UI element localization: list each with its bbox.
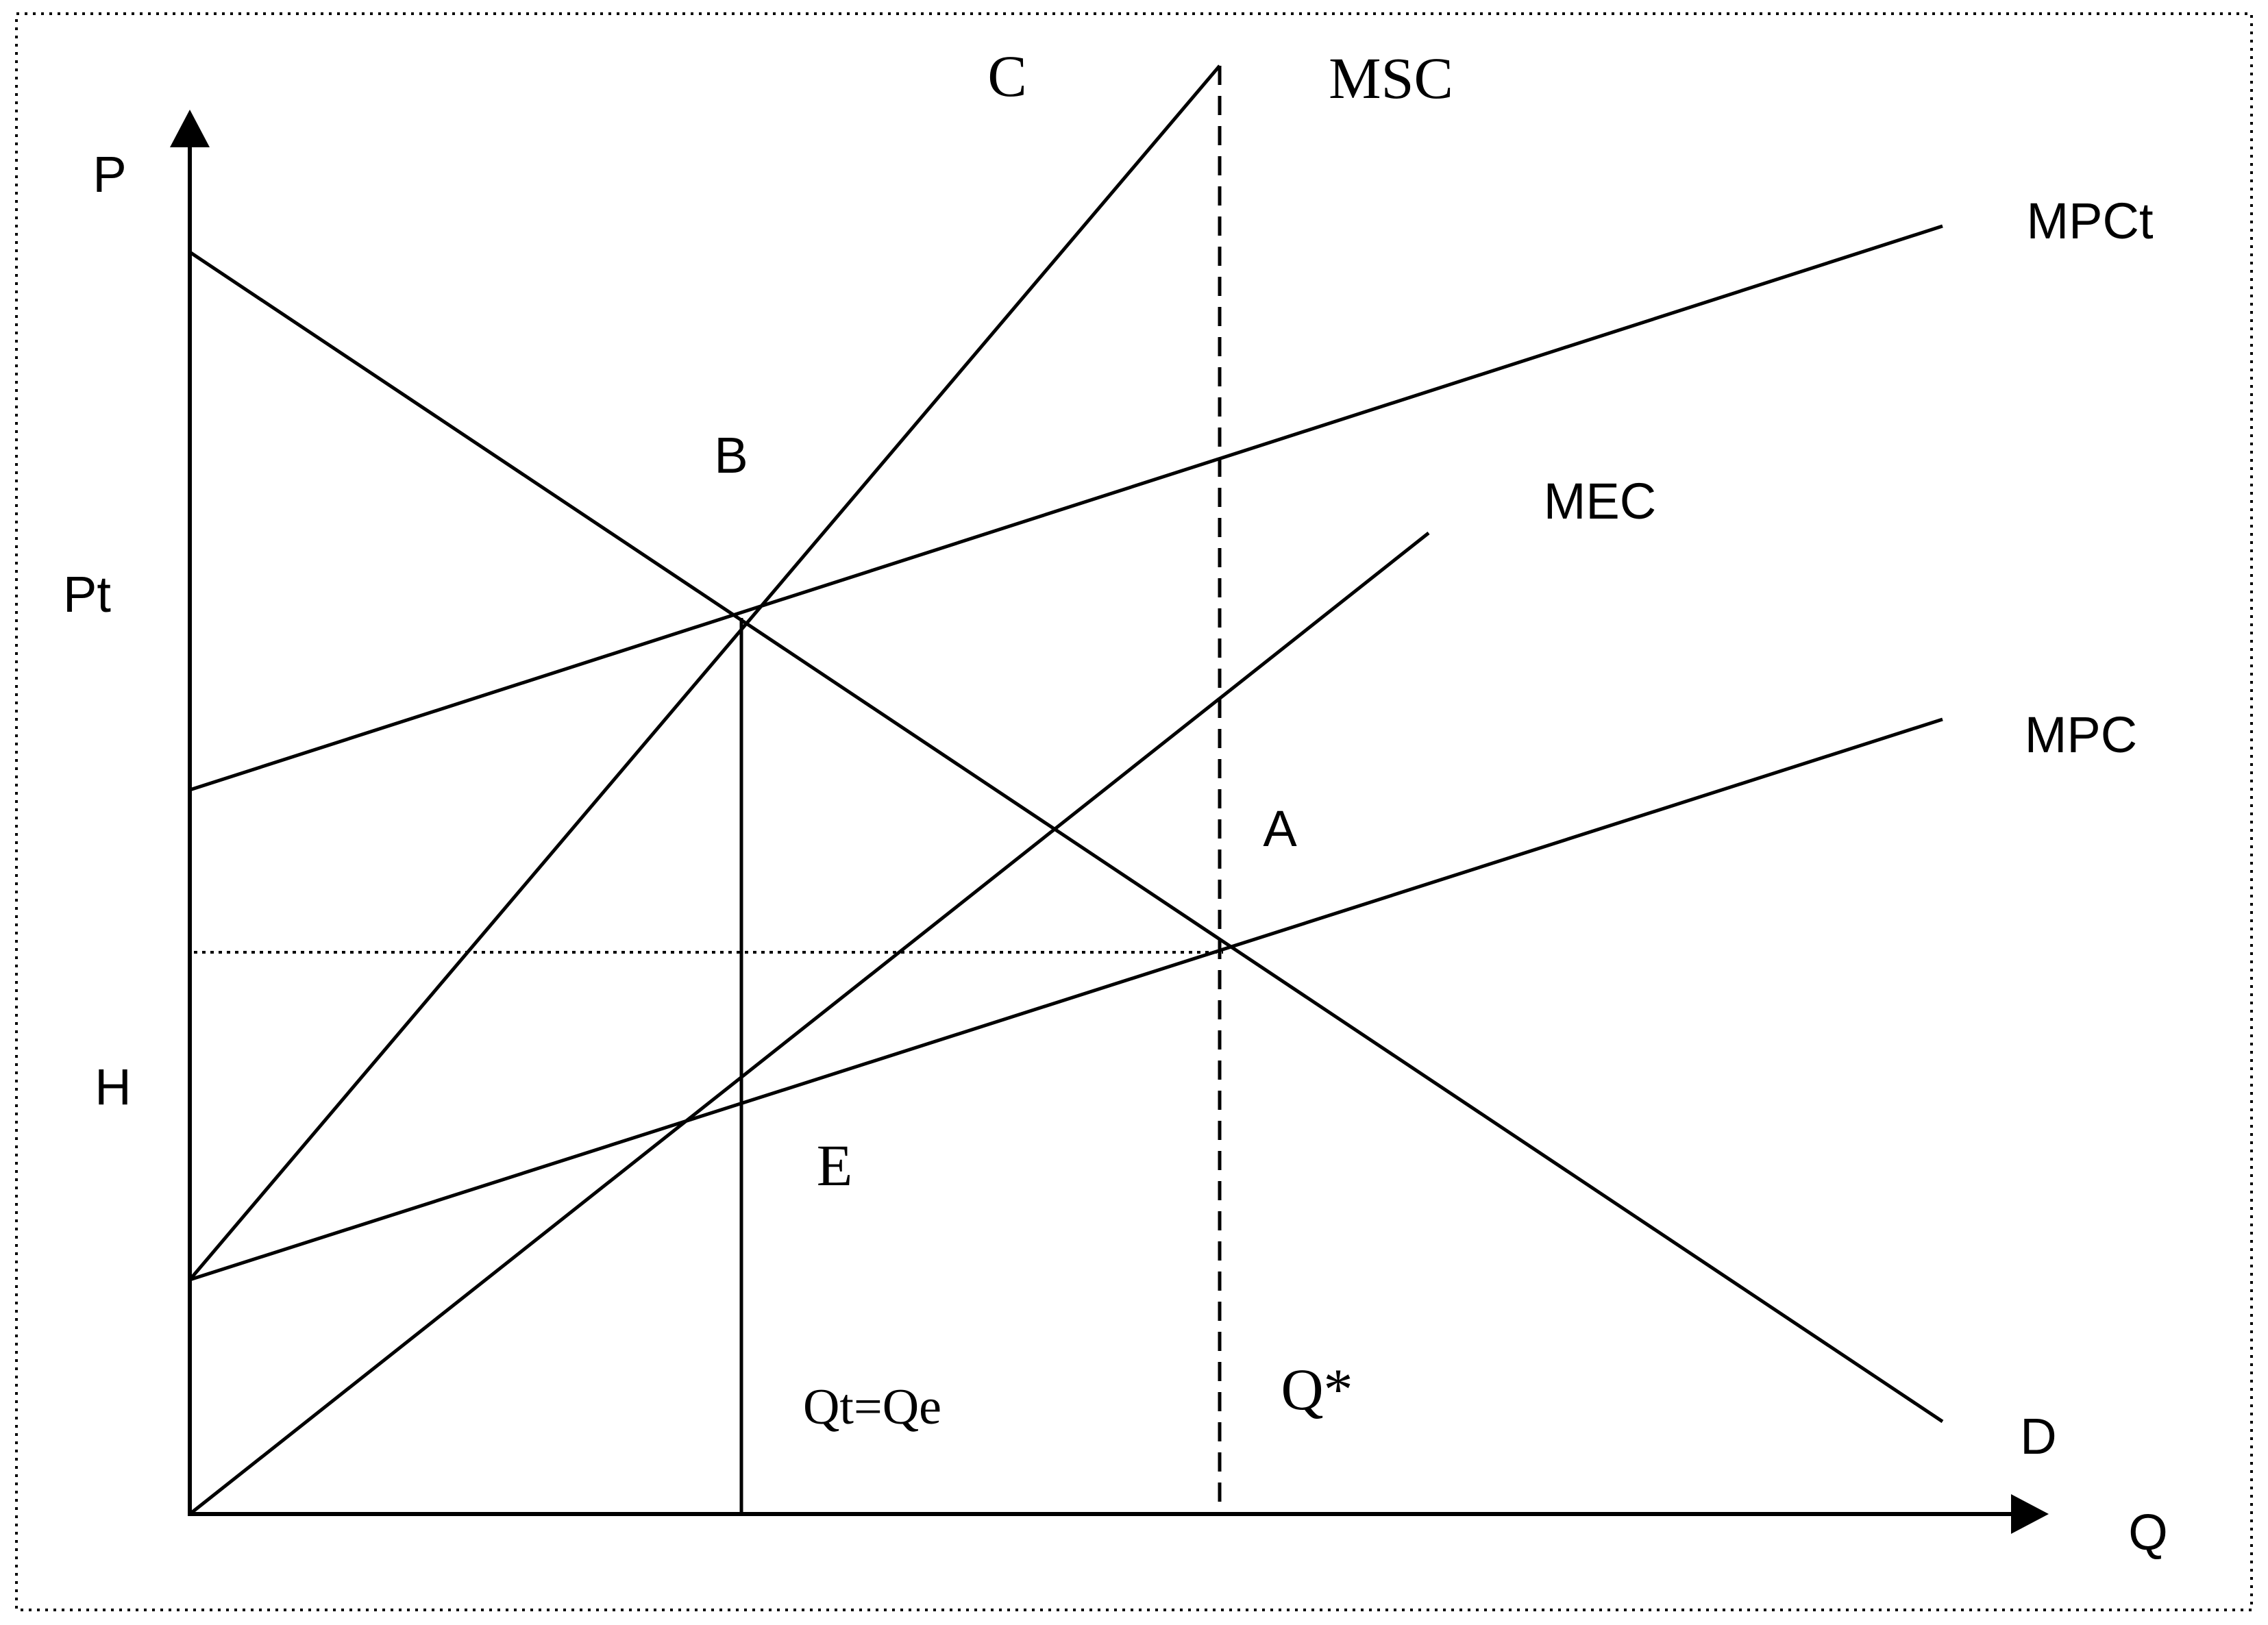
pt-price-label: Pt	[63, 566, 111, 623]
mec-curve	[188, 532, 1430, 1515]
point-c-label: C	[987, 43, 1026, 109]
demand-curve	[188, 250, 1944, 1424]
x-axis-arrow	[2011, 1494, 2049, 1534]
msc-curve	[188, 64, 1221, 1281]
msc-curve-label: MSC	[1329, 45, 1453, 111]
demand-curve-label: D	[2020, 1408, 2056, 1465]
mpc-curve	[189, 717, 1943, 1282]
mpc-curve-label: MPC	[2025, 706, 2137, 763]
point-b-label: B	[714, 427, 748, 484]
qt-quantity-label: Qt=Qe	[803, 1379, 941, 1435]
y-axis-label: P	[93, 146, 126, 203]
h-price-label: H	[95, 1058, 131, 1115]
x-axis-label: Q	[2128, 1504, 2168, 1561]
frame-border	[15, 12, 2253, 1611]
point-a-label: A	[1263, 800, 1297, 857]
mec-curve-label: MEC	[1544, 473, 1656, 530]
point-e-label: E	[817, 1132, 853, 1198]
y-axis-arrow	[170, 110, 210, 147]
qstar-quantity-label: Q*	[1281, 1356, 1353, 1422]
mpct-curve-label: MPCt	[2027, 193, 2154, 249]
mpct-curve	[189, 224, 1943, 792]
